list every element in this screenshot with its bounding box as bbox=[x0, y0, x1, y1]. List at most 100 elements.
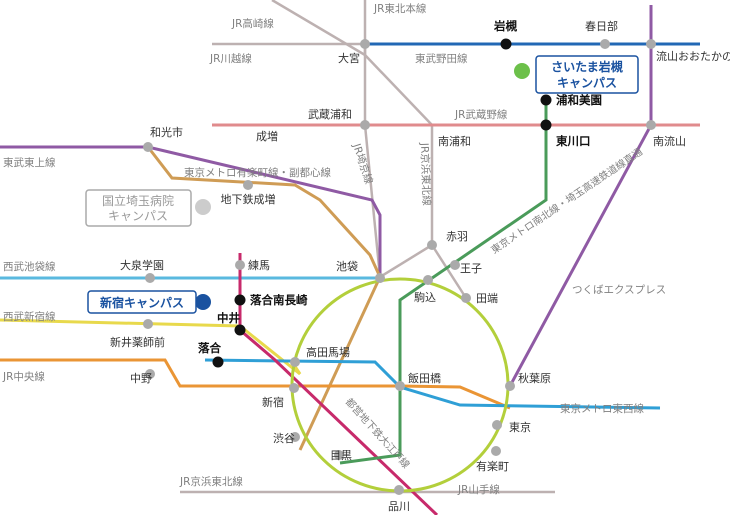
line-label-tozai: 東京メトロ東西線 bbox=[560, 402, 644, 415]
station-label-tokyo: 東京 bbox=[509, 420, 531, 434]
station-label-ikebukuro: 池袋 bbox=[336, 259, 358, 273]
line-label-jr-yamanote: JR山手線 bbox=[457, 483, 500, 496]
station-dot bbox=[500, 38, 512, 50]
saitama-iwatsuki-campus-box bbox=[535, 55, 639, 94]
station-dot bbox=[646, 120, 656, 130]
station-label-shinagawa: 品川 bbox=[388, 500, 410, 513]
station-dots bbox=[143, 38, 656, 495]
station-label-musashiurawa: 武蔵浦和 bbox=[308, 108, 352, 121]
station-dot bbox=[492, 420, 502, 430]
line-label-jr-musashino: JR武蔵野線 bbox=[454, 108, 508, 121]
station-label-araiyakushimae: 新井薬師前 bbox=[110, 335, 165, 349]
station-dot bbox=[360, 120, 370, 130]
station-label-kasukabe: 春日部 bbox=[585, 19, 618, 33]
station-label-komagome: 駒込 bbox=[414, 291, 436, 304]
campus-label-kokuritsu-2: キャンパス bbox=[108, 209, 168, 223]
station-label-nakano: 中野 bbox=[130, 372, 152, 385]
station-label-wakoshi: 和光市 bbox=[150, 125, 183, 139]
line-label-jr-tohoku: JR東北本線 bbox=[373, 2, 427, 15]
station-dot bbox=[505, 381, 515, 391]
oedo-line bbox=[238, 253, 439, 515]
station-label-oizumigakuen: 大泉学園 bbox=[120, 258, 164, 272]
station-dot bbox=[334, 450, 344, 460]
station-dot bbox=[427, 240, 437, 250]
station-dot bbox=[394, 485, 404, 495]
station-dot bbox=[540, 119, 552, 131]
campus-marker bbox=[514, 63, 530, 79]
station-label-minaminagareyama: 南流山 bbox=[653, 134, 686, 148]
campus-label-saitama-iwatsuki-1: さいたま岩槻 bbox=[551, 59, 623, 74]
station-dot bbox=[145, 273, 155, 283]
station-label-tabata: 田端 bbox=[476, 292, 498, 305]
station-dot bbox=[243, 180, 253, 190]
station-label-iidabashi: 飯田橋 bbox=[408, 371, 441, 385]
line-label-jr-keihin-tohoku-h: JR京浜東北線 bbox=[179, 475, 243, 488]
jr-akabane-tabata bbox=[430, 244, 468, 299]
station-label-nerima: 練馬 bbox=[248, 258, 270, 272]
station-dot bbox=[234, 294, 246, 306]
station-dot bbox=[143, 319, 153, 329]
station-dot bbox=[646, 39, 656, 49]
station-dot bbox=[143, 142, 153, 152]
station-dot bbox=[461, 293, 471, 303]
station-dot bbox=[235, 260, 245, 270]
station-dot bbox=[212, 356, 224, 368]
tobu-tojo-line bbox=[0, 145, 382, 277]
station-dot bbox=[289, 383, 299, 393]
station-label-narimasu: 成増 bbox=[256, 130, 278, 143]
station-dot bbox=[360, 39, 370, 49]
shinjuku-campus-box bbox=[87, 290, 197, 314]
station-label-ochiai: 落合 bbox=[198, 341, 221, 355]
campus-label-shinjuku: 新宿キャンパス bbox=[100, 295, 184, 310]
line-label-jr-saikyo: JR埼京線 bbox=[350, 141, 376, 186]
kokuritsu-campus-box bbox=[85, 189, 192, 227]
station-dot bbox=[450, 260, 460, 270]
station-label-yurakucho: 有楽町 bbox=[476, 459, 509, 473]
station-dot bbox=[145, 369, 155, 379]
station-label-nakai: 中井 bbox=[217, 311, 240, 325]
jr-keihin-tohoku-diag bbox=[364, 54, 433, 126]
station-label-akabane: 赤羽 bbox=[446, 230, 468, 243]
line-label-jr-kawagoe: JR川越線 bbox=[209, 52, 252, 65]
line-label-jr-chuo: JR中央線 bbox=[2, 370, 45, 383]
station-label-higashikawaguchi: 東川口 bbox=[556, 134, 591, 148]
line-label-jr-takasaki: JR高崎線 bbox=[231, 17, 274, 30]
station-label-iwatsuki: 岩槻 bbox=[493, 19, 517, 33]
line-label-tobu-noda: 東武野田線 bbox=[415, 52, 468, 65]
jr-akabane-ikebukuro bbox=[379, 243, 433, 279]
station-label-meguro: 目黒 bbox=[330, 449, 352, 462]
campus-label-kokuritsu-1: 国立埼玉病院 bbox=[102, 193, 174, 208]
station-dot bbox=[234, 324, 246, 336]
station-dot bbox=[491, 446, 501, 456]
station-label-takadanobaba: 高田馬場 bbox=[306, 345, 350, 359]
station-dot bbox=[423, 275, 433, 285]
campus-label-saitama-iwatsuki-2: キャンパス bbox=[557, 76, 617, 90]
line-label-jr-keihin-tohoku-v: JR京浜東北線 bbox=[418, 142, 433, 207]
station-label-ochiaiminaminagasaki: 落合南長崎 bbox=[250, 293, 308, 307]
station-dot bbox=[600, 39, 610, 49]
station-label-shinjuku: 新宿 bbox=[262, 395, 284, 409]
line-label-namboku: 東京メトロ南北線・埼玉高速鉄道線直通 bbox=[488, 145, 644, 256]
campus-marker bbox=[195, 199, 211, 215]
line-label-tobu-tojo: 東武東上線 bbox=[3, 156, 56, 169]
station-dot bbox=[375, 273, 385, 283]
line-label-tsukuba: つくばエクスプレス bbox=[572, 284, 666, 296]
campus-marker bbox=[195, 294, 211, 310]
station-label-oji: 王子 bbox=[460, 262, 482, 275]
jr-takasaki bbox=[271, 0, 366, 57]
namboku-line bbox=[339, 100, 548, 465]
station-label-shibuya: 渋谷 bbox=[273, 432, 295, 445]
station-label-minamiurawa: 南浦和 bbox=[438, 135, 471, 148]
station-label-nagareyama: 流山おおたかの森 bbox=[656, 49, 730, 63]
station-label-urawamisono: 浦和美園 bbox=[556, 93, 602, 107]
line-label-seibu-ikebukuro: 西武池袋線 bbox=[3, 260, 56, 273]
line-label-seibu-shinjuku: 西武新宿線 bbox=[3, 310, 56, 323]
station-dot bbox=[290, 432, 300, 442]
seibu-shinjuku-line bbox=[0, 318, 302, 376]
station-dot bbox=[540, 94, 552, 106]
station-dot bbox=[395, 381, 405, 391]
station-dot bbox=[290, 357, 300, 367]
line-label-yurakucho: 東京メトロ有楽町線・副都心線 bbox=[184, 166, 331, 179]
station-label-omiya: 大宮 bbox=[338, 51, 360, 65]
